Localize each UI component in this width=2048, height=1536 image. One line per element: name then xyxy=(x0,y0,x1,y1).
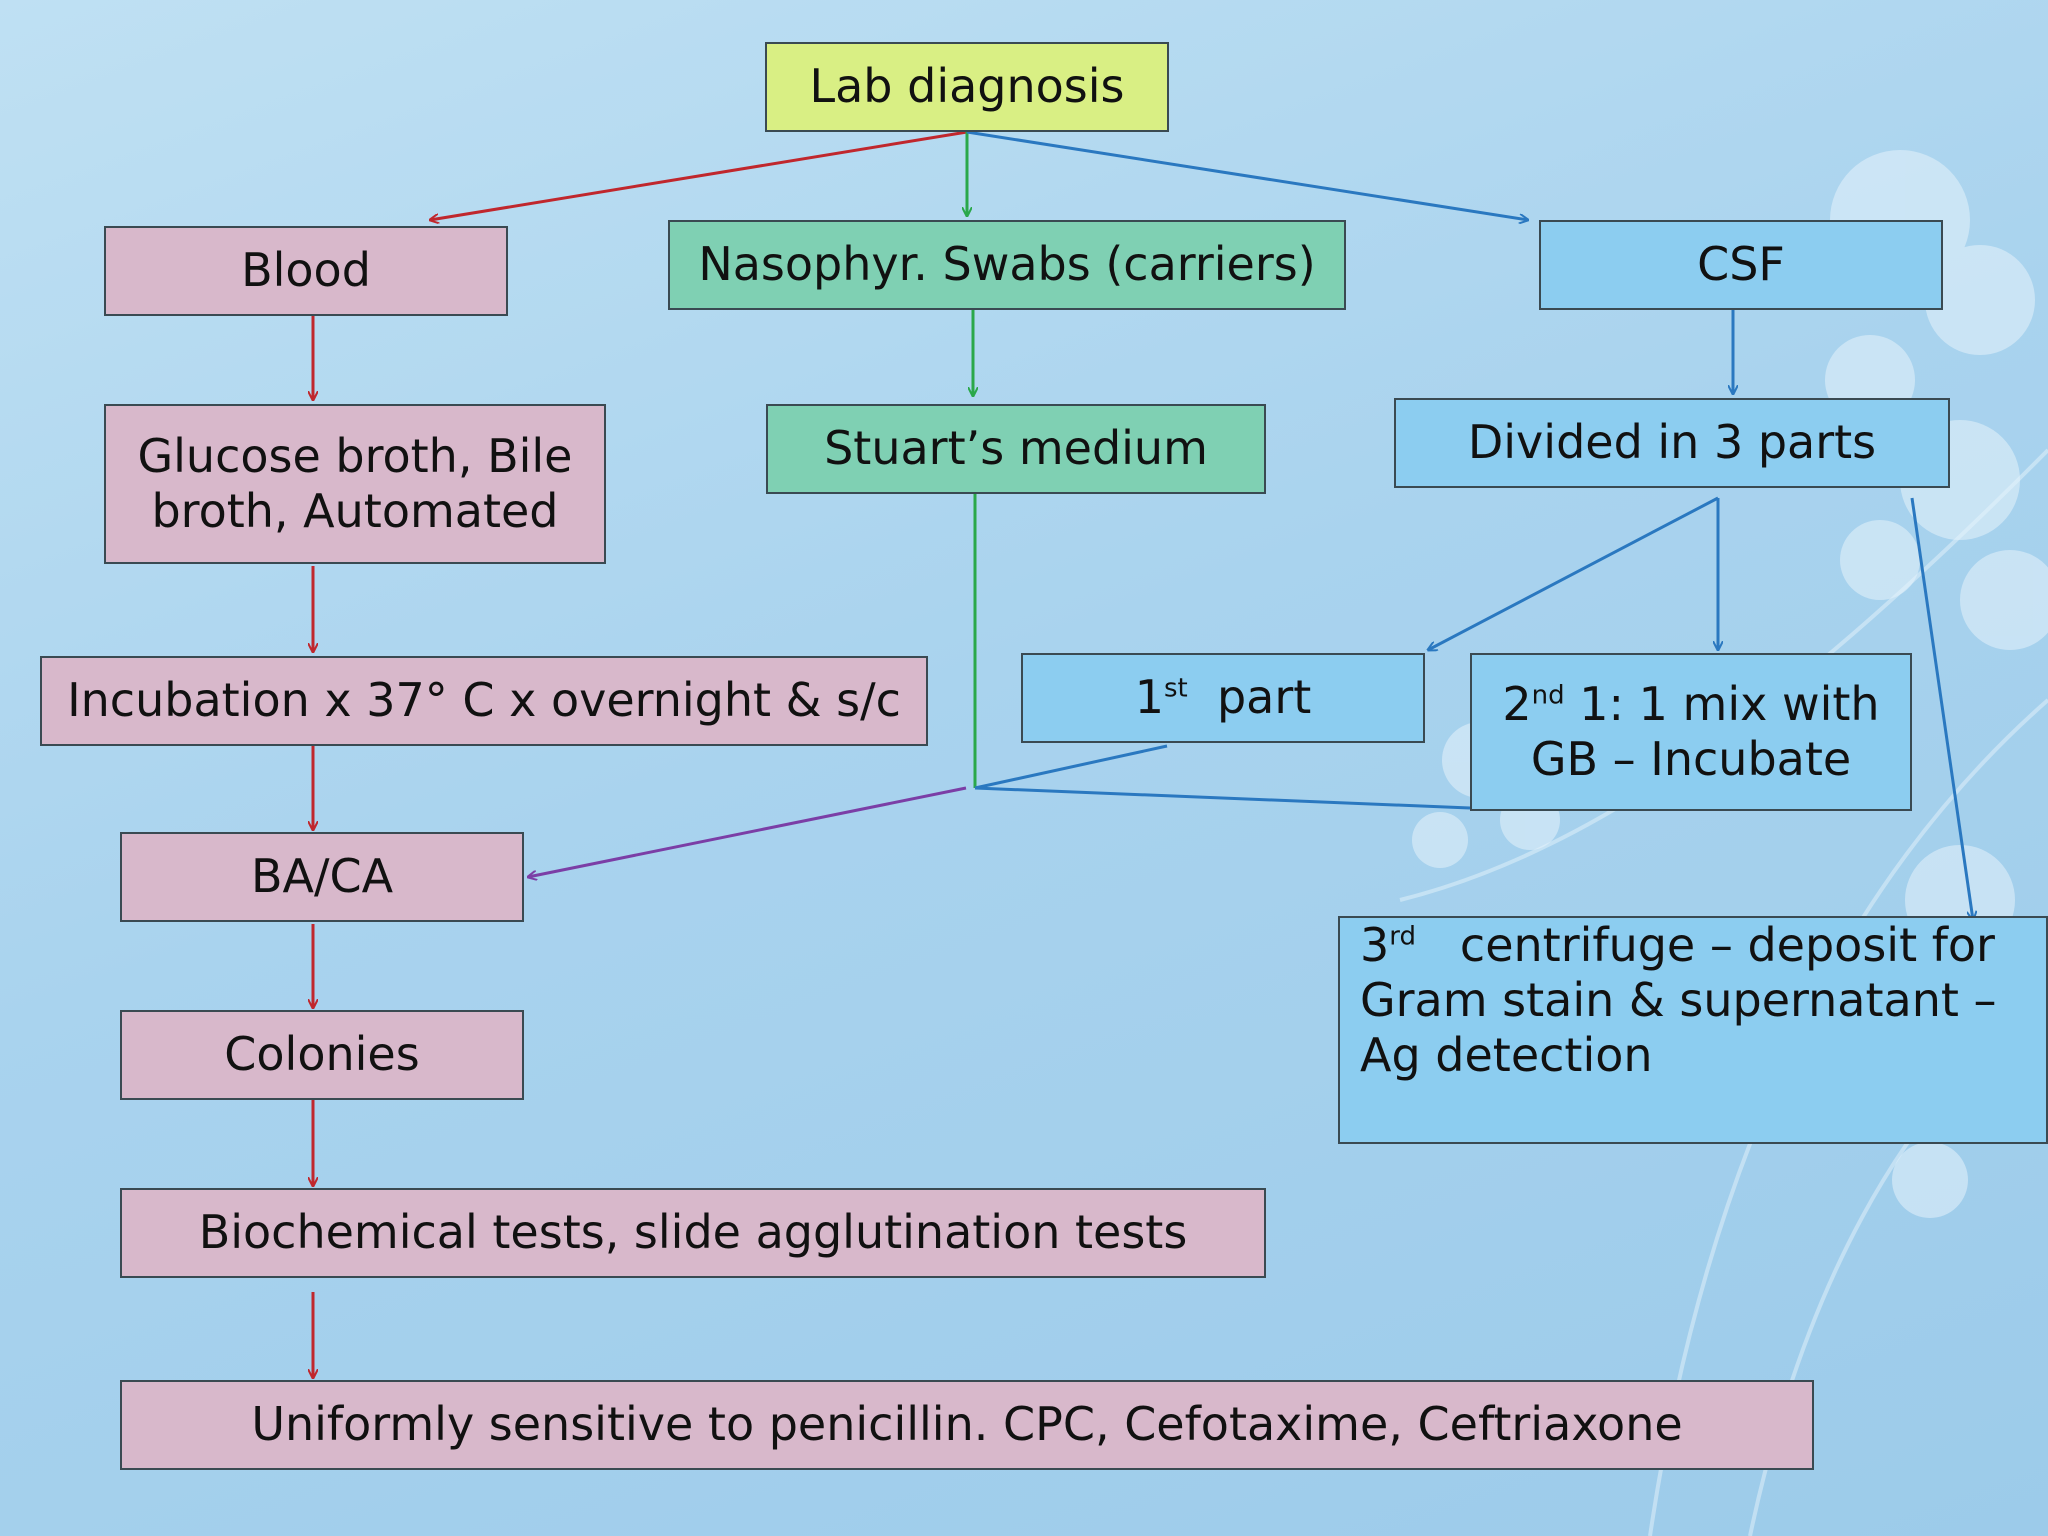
node-blood: Blood xyxy=(104,226,508,316)
arrow-root-to-csf xyxy=(966,130,1528,220)
node-uniformly-sensitive-label: Uniformly sensitive to penicillin. CPC, … xyxy=(251,1397,1683,1452)
node-nasophyr-swabs: Nasophyr. Swabs (carriers) xyxy=(668,220,1346,310)
node-incubation: Incubation x 37° C x overnight & s/c xyxy=(40,656,928,746)
node-lab-diagnosis-label: Lab diagnosis xyxy=(809,59,1125,114)
node-incubation-label: Incubation x 37° C x overnight & s/c xyxy=(67,673,901,728)
node-nasophyr-swabs-label: Nasophyr. Swabs (carriers) xyxy=(698,237,1316,292)
node-glucose-broth: Glucose broth, Bile broth, Automated xyxy=(104,404,606,564)
node-divided-in-3-parts: Divided in 3 parts xyxy=(1394,398,1950,488)
arrow-divided-to-part1 xyxy=(1428,496,1719,650)
part-2-text: 1: 1 mix with xyxy=(1579,676,1880,731)
part-2-superscript: nd xyxy=(1531,680,1565,711)
part-1-superscript: st xyxy=(1163,674,1188,705)
part-3-text: centrifuge – deposit for xyxy=(1459,918,1995,972)
line-part1-to-junction xyxy=(974,744,1168,790)
node-part-3: 3rd centrifuge – deposit for Gram stain … xyxy=(1338,916,2048,1144)
node-csf-label: CSF xyxy=(1697,237,1785,292)
node-csf: CSF xyxy=(1539,220,1943,310)
node-colonies: Colonies xyxy=(120,1010,524,1100)
node-part-3-line2: Gram stain & supernatant – xyxy=(1360,973,1997,1028)
node-glucose-broth-line2: broth, Automated xyxy=(151,484,559,538)
part-2-number: 2 xyxy=(1502,676,1532,731)
part-1-text: part xyxy=(1216,670,1312,725)
node-part-2: 2nd 1: 1 mix with GB – Incubate xyxy=(1470,653,1912,811)
node-uniformly-sensitive: Uniformly sensitive to penicillin. CPC, … xyxy=(120,1380,1814,1470)
node-part-3-line1: 3rd centrifuge – deposit for xyxy=(1360,918,1995,973)
arrow-divided-to-part3 xyxy=(1910,497,1973,920)
node-colonies-label: Colonies xyxy=(224,1027,420,1082)
node-stuarts-medium: Stuart’s medium xyxy=(766,404,1266,494)
arrow-junction-to-baca xyxy=(528,786,967,877)
part-3-number: 3 xyxy=(1360,918,1390,972)
node-part-1: 1st part xyxy=(1021,653,1425,743)
node-part-2-line2: GB – Incubate xyxy=(1530,732,1852,786)
node-part-2-line1: 2nd 1: 1 mix with xyxy=(1502,677,1879,732)
node-ba-ca-label: BA/CA xyxy=(250,849,394,904)
node-part-3-line3: Ag detection xyxy=(1360,1028,1653,1083)
node-biochemical-tests-label: Biochemical tests, slide agglutination t… xyxy=(198,1205,1188,1260)
node-glucose-broth-line1: Glucose broth, Bile xyxy=(137,428,573,483)
line-part2-to-junction xyxy=(974,786,1471,810)
node-divided-label: Divided in 3 parts xyxy=(1467,415,1877,470)
node-blood-label: Blood xyxy=(241,243,371,298)
arrow-root-to-blood xyxy=(430,130,968,220)
node-lab-diagnosis: Lab diagnosis xyxy=(765,42,1169,132)
node-part-1-label: 1st part xyxy=(1135,670,1312,725)
node-biochemical-tests: Biochemical tests, slide agglutination t… xyxy=(120,1188,1266,1278)
node-ba-ca: BA/CA xyxy=(120,832,524,922)
part-3-superscript: rd xyxy=(1389,921,1417,952)
node-stuarts-medium-label: Stuart’s medium xyxy=(824,421,1208,476)
part-1-number: 1 xyxy=(1134,670,1164,725)
